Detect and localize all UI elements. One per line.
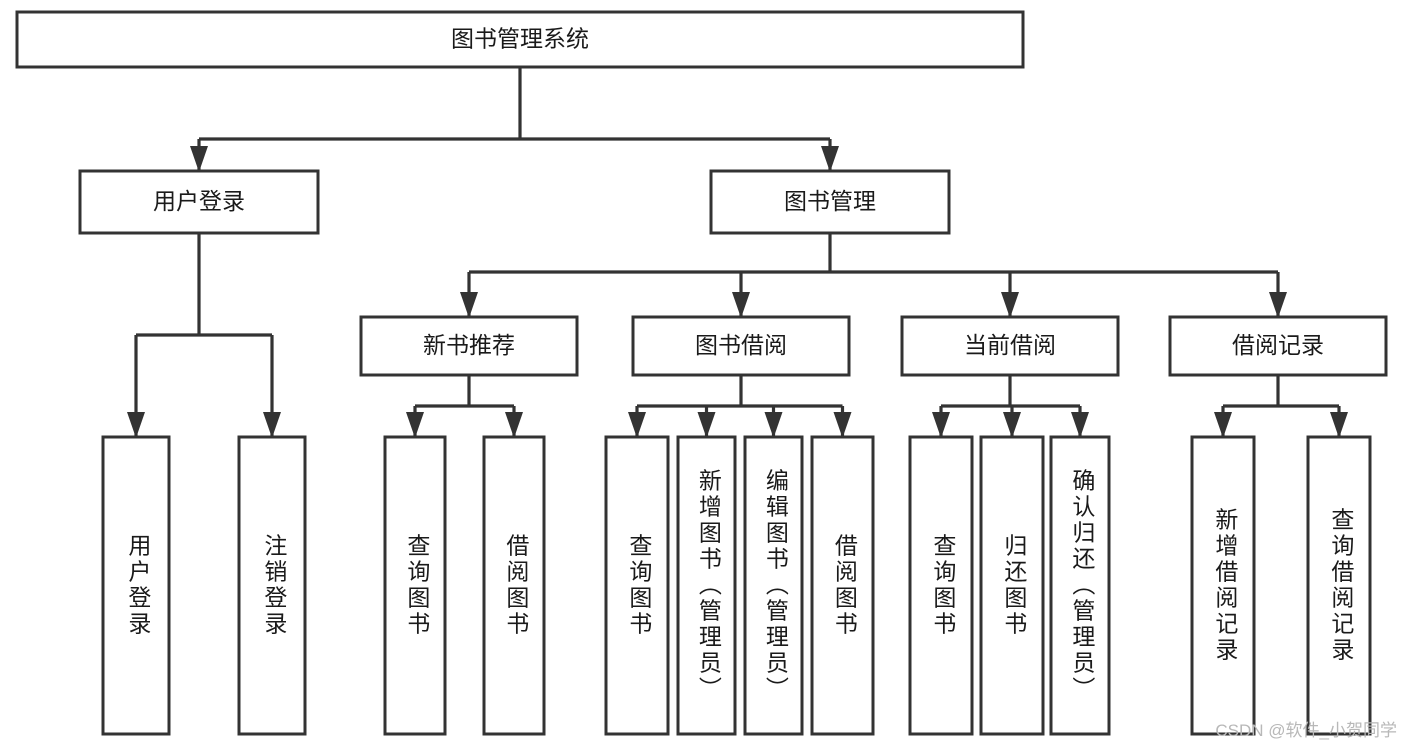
node-label: 借阅图书 [503, 534, 530, 638]
arrow-head-icon [1330, 412, 1348, 438]
node-label: 查询图书 [626, 534, 653, 638]
node-box [383, 435, 447, 736]
connectors-layer [127, 66, 1348, 438]
watermark-text: CSDN @软件_小贺同学 [1215, 721, 1397, 740]
node-box [979, 435, 1045, 736]
node-box [1049, 435, 1111, 736]
node-label: 图书管理系统 [451, 26, 589, 52]
node-label: 图书借阅 [695, 332, 787, 358]
node-leaf_edit_book[interactable]: 编辑图书（管理员） [743, 435, 804, 736]
arrow-head-icon [460, 292, 478, 318]
node-current_borrow[interactable]: 当前借阅 [900, 315, 1120, 377]
node-label: 用户登录 [153, 188, 245, 214]
node-new_book_rec[interactable]: 新书推荐 [359, 315, 579, 377]
node-label: 查询借阅记录 [1328, 508, 1355, 664]
node-leaf_user_login[interactable]: 用户登录 [101, 435, 171, 736]
arrow-head-icon [127, 412, 145, 438]
nodes-layer: 图书管理系统用户登录图书管理新书推荐图书借阅当前借阅借阅记录用户登录注销登录查询… [15, 10, 1388, 736]
node-box [900, 315, 1120, 377]
node-label: 编辑图书（管理员） [762, 469, 789, 703]
arrow-head-icon [1001, 292, 1019, 318]
node-root[interactable]: 图书管理系统 [15, 10, 1025, 69]
arrow-head-icon [833, 412, 852, 438]
node-box [1306, 435, 1372, 736]
node-label: 查询图书 [404, 534, 431, 638]
node-label: 借阅图书 [831, 534, 858, 638]
node-label: 用户登录 [125, 534, 152, 638]
arrow-head-icon [406, 412, 424, 438]
node-box [709, 169, 951, 235]
node-leaf_query_book_2[interactable]: 查询图书 [604, 435, 670, 736]
node-leaf_query_book_3[interactable]: 查询图书 [908, 435, 974, 736]
node-label: 新书推荐 [423, 332, 515, 358]
node-leaf_borrow_book_2[interactable]: 借阅图书 [810, 435, 875, 736]
node-box [631, 315, 851, 377]
node-box [15, 10, 1025, 69]
arrow-head-icon [764, 412, 783, 438]
node-user_login[interactable]: 用户登录 [78, 169, 320, 235]
node-leaf_logout[interactable]: 注销登录 [237, 435, 307, 736]
arrow-head-icon [1269, 292, 1287, 318]
arrow-head-icon [1071, 412, 1089, 438]
node-box [359, 315, 579, 377]
node-label: 图书管理 [784, 188, 876, 214]
node-leaf_query_book_1[interactable]: 查询图书 [383, 435, 447, 736]
node-box [1168, 315, 1388, 377]
node-label: 新增借阅记录 [1212, 508, 1239, 664]
arrow-head-icon [932, 412, 950, 438]
node-leaf_return_book[interactable]: 归还图书 [979, 435, 1045, 736]
arrow-head-icon [628, 412, 646, 438]
node-box [810, 435, 875, 736]
node-box [1190, 435, 1256, 736]
node-label: 借阅记录 [1232, 332, 1324, 358]
node-leaf_query_record[interactable]: 查询借阅记录 [1306, 435, 1372, 736]
node-label: 注销登录 [261, 534, 288, 638]
arrow-head-icon [697, 412, 716, 438]
arrow-head-icon [505, 412, 523, 438]
node-label: 归还图书 [1001, 534, 1028, 638]
node-leaf_confirm_return[interactable]: 确认归还（管理员） [1049, 435, 1111, 736]
node-label: 查询图书 [930, 534, 957, 638]
node-leaf_add_book[interactable]: 新增图书（管理员） [676, 435, 737, 736]
arrow-head-icon [263, 412, 281, 438]
arrow-head-icon [732, 292, 750, 318]
node-box [908, 435, 974, 736]
node-leaf_add_record[interactable]: 新增借阅记录 [1190, 435, 1256, 736]
node-box [237, 435, 307, 736]
node-book_manage[interactable]: 图书管理 [709, 169, 951, 235]
node-label: 当前借阅 [964, 332, 1056, 358]
node-borrow_record[interactable]: 借阅记录 [1168, 315, 1388, 377]
node-book_borrow[interactable]: 图书借阅 [631, 315, 851, 377]
arrow-head-icon [1003, 412, 1021, 438]
node-box [78, 169, 320, 235]
node-box [676, 435, 737, 736]
node-label: 新增图书（管理员） [695, 469, 722, 703]
node-box [604, 435, 670, 736]
node-leaf_borrow_book_1[interactable]: 借阅图书 [482, 435, 546, 736]
node-box [482, 435, 546, 736]
node-label: 确认归还（管理员） [1069, 469, 1096, 703]
arrow-head-icon [1214, 412, 1232, 438]
node-box [743, 435, 804, 736]
arrow-head-icon [821, 146, 839, 172]
node-box [101, 435, 171, 736]
arrow-head-icon [190, 146, 208, 172]
